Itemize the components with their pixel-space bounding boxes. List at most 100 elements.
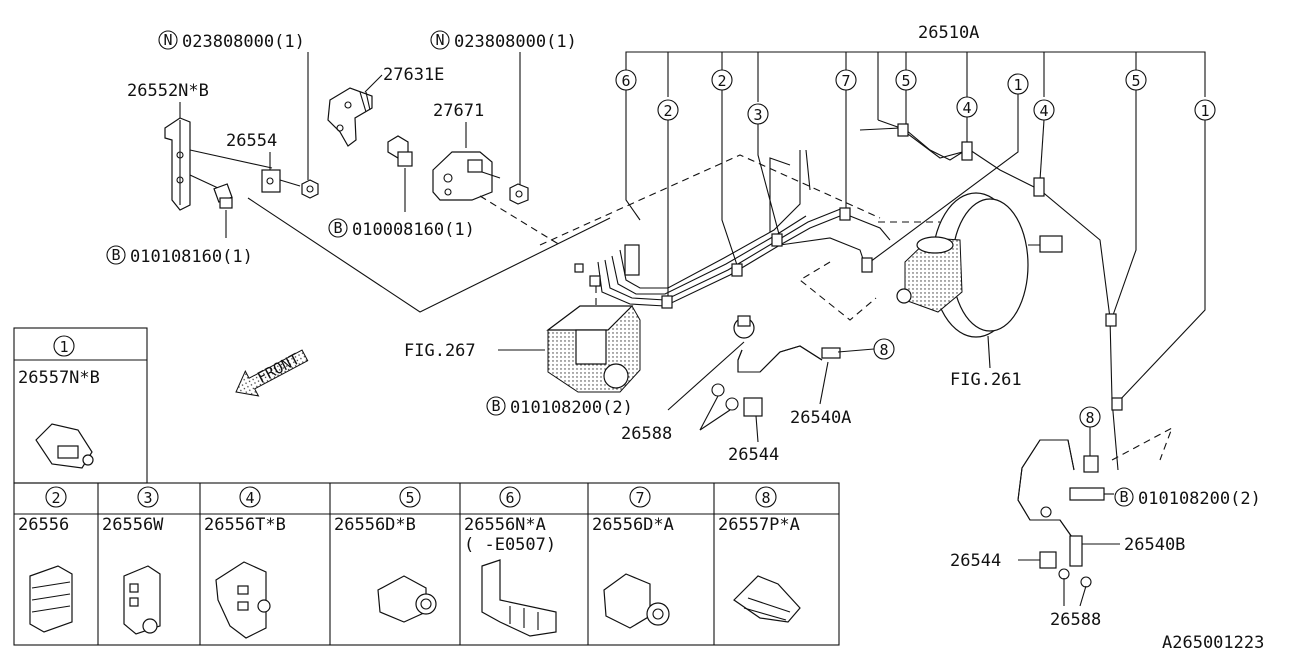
b-part-number: 010108200(2)	[510, 398, 633, 418]
svg-text:2: 2	[663, 102, 672, 120]
legend-num: 7	[635, 489, 644, 507]
clip-6-icon	[481, 559, 557, 637]
b-badge: B	[333, 219, 342, 237]
fig-abs-label: FIG.267	[404, 341, 476, 361]
clip-5-icon	[377, 575, 437, 623]
fig-booster-label: FIG.261	[950, 370, 1022, 390]
svg-text:5: 5	[901, 72, 910, 90]
legend-cell-1: 1 26557N*B	[18, 335, 100, 469]
flex-hose-front	[711, 315, 841, 417]
svg-text:2: 2	[717, 72, 726, 90]
clip-2-icon	[29, 565, 73, 633]
flex-hose-rear	[1017, 439, 1105, 588]
legend-cell-3: 3 26556W	[102, 486, 164, 635]
diagram-code: A265001223	[1162, 633, 1264, 653]
legend-cell-5: 5 26556D*B	[334, 486, 437, 623]
b-callout-left: B 010108160(1)	[106, 245, 253, 267]
svg-text:3: 3	[753, 106, 762, 124]
marker-8b: 8	[1079, 406, 1101, 428]
legend-num: 3	[143, 489, 152, 507]
washer-rear-label: 26588	[1050, 610, 1101, 630]
legend-part: 26556W	[102, 515, 164, 535]
line-markers: 6 2 2 3 7 5 4 1 4 5 1 8 8	[615, 69, 1216, 428]
b-callout-mid: B 010008160(1)	[328, 218, 475, 240]
marker-7: 7	[835, 69, 857, 91]
hose-front-label: 26540A	[790, 408, 851, 428]
legend-num: 6	[505, 489, 514, 507]
bracket-small-label: 26554	[226, 131, 277, 151]
svg-text:1: 1	[1013, 76, 1022, 94]
svg-text:7: 7	[841, 72, 850, 90]
b-badge: B	[111, 246, 120, 264]
bracket-left	[164, 117, 273, 211]
b-badge: B	[1119, 488, 1128, 506]
marker-5a: 5	[895, 69, 917, 91]
legend-num: 8	[761, 489, 770, 507]
svg-text:8: 8	[879, 341, 888, 359]
svg-text:5: 5	[1131, 72, 1140, 90]
marker-3: 3	[747, 103, 769, 125]
legend-cell-4: 4 26556T*B	[204, 486, 286, 639]
b-badge: B	[491, 397, 500, 415]
washer-front-label: 26588	[621, 424, 672, 444]
hose-rear-label: 26540B	[1124, 535, 1185, 555]
b-callout-hose: B 010108200(2)	[486, 341, 745, 418]
main-line-label: 26510A	[918, 23, 979, 43]
clip-3-icon	[123, 565, 161, 635]
marker-1b: 1	[1194, 99, 1216, 121]
b-part-number: 010108200(2)	[1138, 489, 1261, 509]
bolt-mid	[387, 135, 413, 212]
marker-4a: 4	[956, 96, 978, 118]
legend-part: 26556D*A	[592, 515, 674, 535]
svg-text:4: 4	[962, 99, 971, 117]
legend-part: 26556	[18, 515, 69, 535]
n-callout-mid: N 023808000(1)	[430, 30, 577, 186]
sensor-label: 27671	[433, 101, 484, 121]
marker-2a: 2	[657, 99, 679, 121]
front-arrow-icon: FRONT	[235, 349, 309, 397]
legend-part: 26557P*A	[718, 515, 800, 535]
legend-num: 1	[59, 338, 68, 356]
n-callout-left: N 023808000(1)	[158, 30, 309, 180]
marker-8a: 8	[873, 338, 895, 360]
nut-mid	[509, 183, 529, 205]
nut-left	[301, 179, 319, 199]
svg-text:4: 4	[1039, 102, 1048, 120]
svg-text:6: 6	[621, 72, 630, 90]
legend-num: 2	[51, 489, 60, 507]
marker-5b: 5	[1125, 69, 1147, 91]
svg-text:1: 1	[1200, 102, 1209, 120]
legend-part: 26556N*A	[464, 515, 546, 535]
b-part-number: 010108160(1)	[130, 247, 253, 267]
line-clips	[661, 123, 1123, 411]
n-part-number: 023808000(1)	[182, 32, 305, 52]
legend-cell-2: 2 26556	[18, 486, 73, 633]
brake-booster	[896, 192, 1063, 338]
marker-4b: 4	[1033, 99, 1055, 121]
marker-1a: 1	[1007, 73, 1029, 95]
n-badge: N	[163, 31, 172, 49]
b-callout-rear: B 010108200(2)	[1104, 487, 1261, 509]
sensor-bracket	[327, 87, 373, 147]
b-part-number: 010008160(1)	[352, 220, 475, 240]
svg-text:8: 8	[1085, 409, 1094, 427]
clip-7-icon	[603, 573, 670, 629]
bracket-small	[261, 169, 301, 193]
brake-line-bundle	[597, 119, 1119, 471]
legend-cell-8: 8 26557P*A	[718, 486, 801, 623]
abs-unit	[546, 244, 641, 393]
legend-cell-7: 7 26556D*A	[592, 486, 674, 629]
clip-8-icon	[733, 575, 801, 623]
n-badge: N	[435, 31, 444, 49]
clip-4-icon	[215, 561, 271, 639]
bolt-left	[213, 183, 233, 238]
legend-num: 4	[245, 489, 254, 507]
clip-1-icon	[35, 423, 94, 469]
g-sensor	[432, 151, 561, 246]
legend-part: 26557N*B	[18, 368, 100, 388]
legend-cell-6: 6 26556N*A ( -E0507)	[464, 486, 557, 637]
union-bolt-rear-label: 26544	[950, 551, 1001, 571]
union-bolt-front-label: 26544	[728, 445, 779, 465]
legend-note: ( -E0507)	[464, 535, 556, 555]
